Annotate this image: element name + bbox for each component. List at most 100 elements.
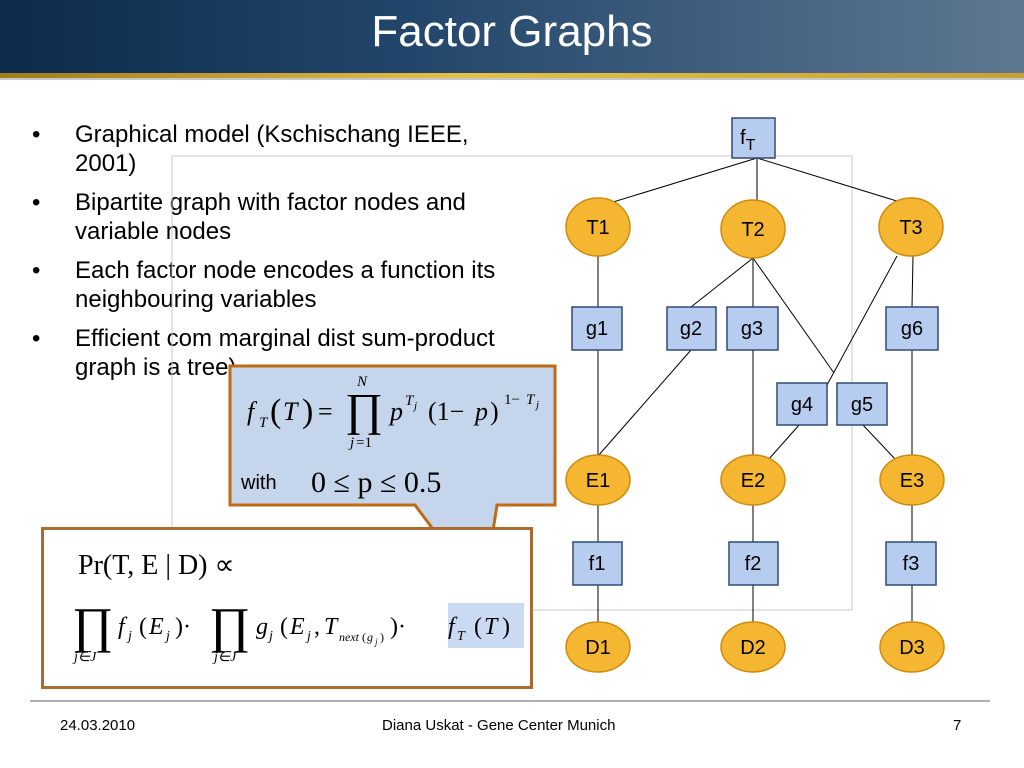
callout-condition: 0 ≤ p ≤ 0.5	[311, 466, 441, 499]
factor-node-g3-label: g3	[741, 318, 763, 340]
factor-node-g2	[666, 306, 717, 351]
footer-page-number: 7	[953, 717, 962, 734]
svg-text:T: T	[259, 415, 269, 431]
footer-author: Diana Uskat - Gene Center Munich	[382, 717, 616, 734]
svg-text:(: (	[474, 614, 482, 640]
svg-text:g: g	[367, 630, 373, 644]
variable-node-E3	[879, 454, 945, 506]
variable-node-T2	[720, 199, 786, 259]
bullet-item: Bipartite graph with factor nodes and va…	[30, 188, 510, 246]
svg-text:E: E	[148, 614, 164, 640]
title-gray-rule	[0, 78, 1024, 80]
factor-node-fT	[731, 117, 776, 159]
svg-text:): )	[490, 397, 499, 426]
svg-text:)·: )·	[390, 614, 406, 640]
svg-text:T: T	[405, 393, 415, 409]
factor-node-g5	[836, 382, 888, 426]
svg-text:E: E	[289, 614, 305, 640]
factor-node-g1	[571, 306, 623, 351]
svg-text:T: T	[324, 614, 339, 640]
variable-node-E1-label: E1	[586, 470, 610, 492]
formula-lhs: Pr(T, E | D) ∝	[78, 550, 235, 581]
variable-node-E1	[565, 454, 631, 506]
variable-node-E2-label: E2	[741, 470, 765, 492]
factor-node-g3	[726, 306, 779, 351]
variable-node-D2-label: D2	[740, 637, 766, 659]
svg-text:=: =	[318, 397, 333, 426]
svg-text:=1: =1	[356, 435, 372, 451]
bullet-item: Efficient com marginal dist sum-product …	[30, 324, 510, 382]
variable-node-T2-label: T2	[741, 219, 764, 241]
svg-text:j∈J: j∈J	[72, 650, 97, 665]
footer-rule	[30, 700, 990, 702]
variable-node-E2	[720, 454, 786, 506]
svg-text:f: f	[118, 614, 128, 640]
svg-text:(: (	[270, 393, 281, 430]
factor-node-g4-label: g4	[791, 394, 813, 416]
svg-text:j: j	[348, 435, 354, 451]
factor-node-f2	[728, 541, 779, 586]
svg-text:j: j	[305, 629, 311, 644]
title-bar	[0, 0, 1024, 73]
svg-text:,: ,	[314, 614, 320, 640]
formula-box: Pr(T, E | D) ∝ ∏ j∈J f j ( E j )· ∏ j∈J …	[41, 527, 533, 689]
bullet-item: Each factor node encodes a function its …	[30, 256, 510, 314]
svg-text:j: j	[164, 629, 170, 644]
svg-text:(1−: (1−	[428, 397, 464, 426]
svg-text:(: (	[362, 630, 366, 644]
svg-text:j: j	[412, 400, 417, 412]
factor-node-g4	[776, 382, 828, 426]
factor-node-g6-label: g6	[901, 318, 923, 340]
svg-text:next: next	[339, 630, 360, 644]
title-gold-rule	[0, 73, 1024, 78]
variable-node-T1	[565, 197, 631, 257]
svg-text:j: j	[267, 629, 273, 644]
factor-node-g6	[885, 306, 939, 351]
factor-node-g1-label: g1	[586, 318, 608, 340]
svg-text:(: (	[139, 614, 147, 640]
factor-node-fT-label: fT	[740, 127, 756, 154]
svg-text:T: T	[484, 614, 499, 640]
svg-text:): )	[302, 393, 313, 430]
variable-node-T1-label: T1	[586, 217, 609, 239]
factor-node-g5-label: g5	[851, 394, 873, 416]
bullet-list: Graphical model (Kschischang IEEE, 2001)…	[30, 120, 510, 392]
callout-with-label: with	[240, 472, 277, 494]
factor-node-f2-label: f2	[745, 553, 762, 575]
variable-node-T3-label: T3	[899, 217, 922, 239]
svg-text:∏: ∏	[345, 384, 383, 435]
factor-node-f1-label: f1	[589, 553, 606, 575]
svg-text:p: p	[388, 397, 403, 426]
svg-text:p: p	[473, 397, 488, 426]
svg-text:j: j	[534, 399, 539, 411]
variable-node-T3	[878, 197, 944, 257]
footer-date: 24.03.2010	[60, 717, 136, 734]
svg-text:): )	[380, 630, 384, 644]
factor-node-g2-label: g2	[680, 318, 702, 340]
factor-node-f3-label: f3	[903, 553, 920, 575]
formula-highlight	[448, 603, 524, 648]
svg-text:j∈J: j∈J	[212, 650, 237, 665]
variable-node-D3-label: D3	[899, 637, 925, 659]
variable-node-D1-label: D1	[585, 637, 611, 659]
variable-node-D3	[879, 621, 945, 673]
svg-text:): )	[502, 614, 510, 640]
svg-text:∏: ∏	[72, 597, 113, 653]
svg-text:(: (	[280, 614, 288, 640]
svg-text:N: N	[356, 374, 368, 390]
svg-text:1−: 1−	[504, 392, 520, 408]
variable-node-D2	[720, 621, 786, 673]
variable-node-D1	[565, 621, 631, 673]
factor-node-f1	[572, 541, 623, 586]
svg-text:f: f	[247, 397, 258, 426]
bullet-item: Graphical model (Kschischang IEEE, 2001)	[30, 120, 510, 178]
svg-text:j: j	[126, 629, 132, 644]
svg-text:T: T	[457, 629, 466, 644]
svg-text:)·: )·	[175, 614, 191, 640]
variable-node-E3-label: E3	[900, 470, 924, 492]
svg-text:g: g	[256, 614, 268, 640]
svg-text:∏: ∏	[209, 597, 250, 653]
slide-title: Factor Graphs	[371, 7, 653, 56]
graph-edges	[597, 157, 914, 622]
svg-text:T: T	[526, 392, 536, 408]
